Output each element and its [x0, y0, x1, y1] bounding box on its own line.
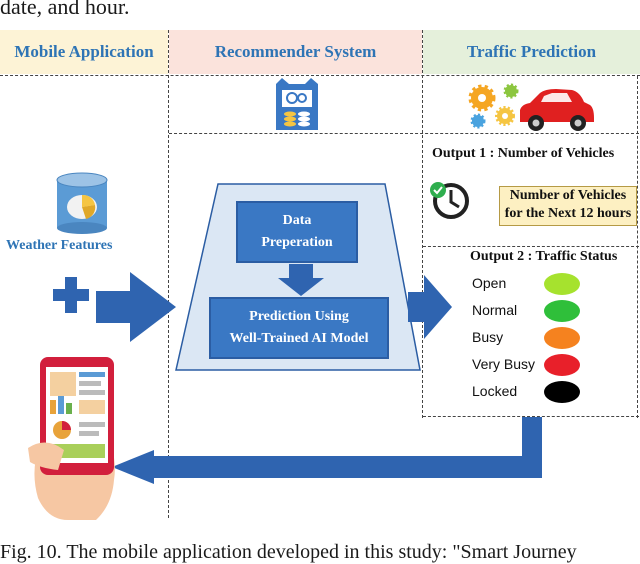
return-arrow [112, 417, 542, 484]
figure-caption-fragment: Fig. 10. The mobile application develope… [0, 541, 577, 563]
right-arrow-recommender-to-traffic [408, 275, 452, 339]
divider-left [168, 30, 169, 518]
divider-right [422, 30, 423, 418]
output2-title: Output 2 : Traffic Status [470, 249, 618, 264]
car-icon [520, 89, 594, 131]
mobile-phone-icon [28, 357, 115, 520]
status-dot-very-busy [544, 354, 580, 376]
output1-title: Output 1 : Number of Vehicles [432, 146, 615, 161]
status-label-very-busy: Very Busy [472, 356, 536, 372]
status-dot-open [544, 273, 580, 295]
weather-features-label: Weather Features [6, 238, 113, 253]
section-line-top [169, 133, 639, 134]
weather-database-icon [56, 172, 108, 234]
clock-icon [430, 182, 469, 219]
header-mobile-application: Mobile Application [0, 30, 168, 74]
right-arrow-mobile-to-recommender [96, 272, 176, 342]
status-dot-busy [544, 327, 580, 349]
status-label-busy: Busy [472, 329, 504, 345]
intro-text-fragment: date, and hour. [0, 0, 130, 19]
data-preparation-box: Data Preperation [236, 201, 358, 263]
gears-icon [468, 83, 519, 129]
prediction-box: Prediction Using Well-Trained AI Model [209, 297, 389, 359]
vehicles-forecast-box: Number of Vehicles for the Next 12 hours [499, 186, 637, 226]
header-recommender-system: Recommender System [169, 30, 422, 74]
status-dot-locked [544, 381, 580, 403]
status-dot-normal [544, 300, 580, 322]
header-bottom-line [0, 75, 640, 76]
down-arrow [278, 264, 324, 296]
recommender-system-icon [276, 78, 318, 130]
status-label-normal: Normal [472, 302, 518, 318]
prediction-line2: Well-Trained AI Model [229, 331, 369, 346]
data-preparation-line2: Preperation [261, 235, 333, 250]
vehicles-forecast-line2: for the Next 12 hours [504, 206, 632, 221]
status-label-locked: Locked [472, 383, 518, 399]
section-line-mid [423, 246, 639, 247]
header-traffic-prediction: Traffic Prediction [423, 30, 640, 74]
data-preparation-line1: Data [282, 213, 312, 229]
divider-far-right [637, 76, 638, 418]
prediction-line1: Prediction Using [249, 309, 349, 325]
plus-icon [53, 277, 89, 313]
section-line-bottom [423, 416, 639, 417]
status-label-open: Open [472, 275, 507, 291]
diagram-graphics [28, 78, 594, 520]
vehicles-forecast-line1: Number of Vehicles [509, 188, 627, 203]
